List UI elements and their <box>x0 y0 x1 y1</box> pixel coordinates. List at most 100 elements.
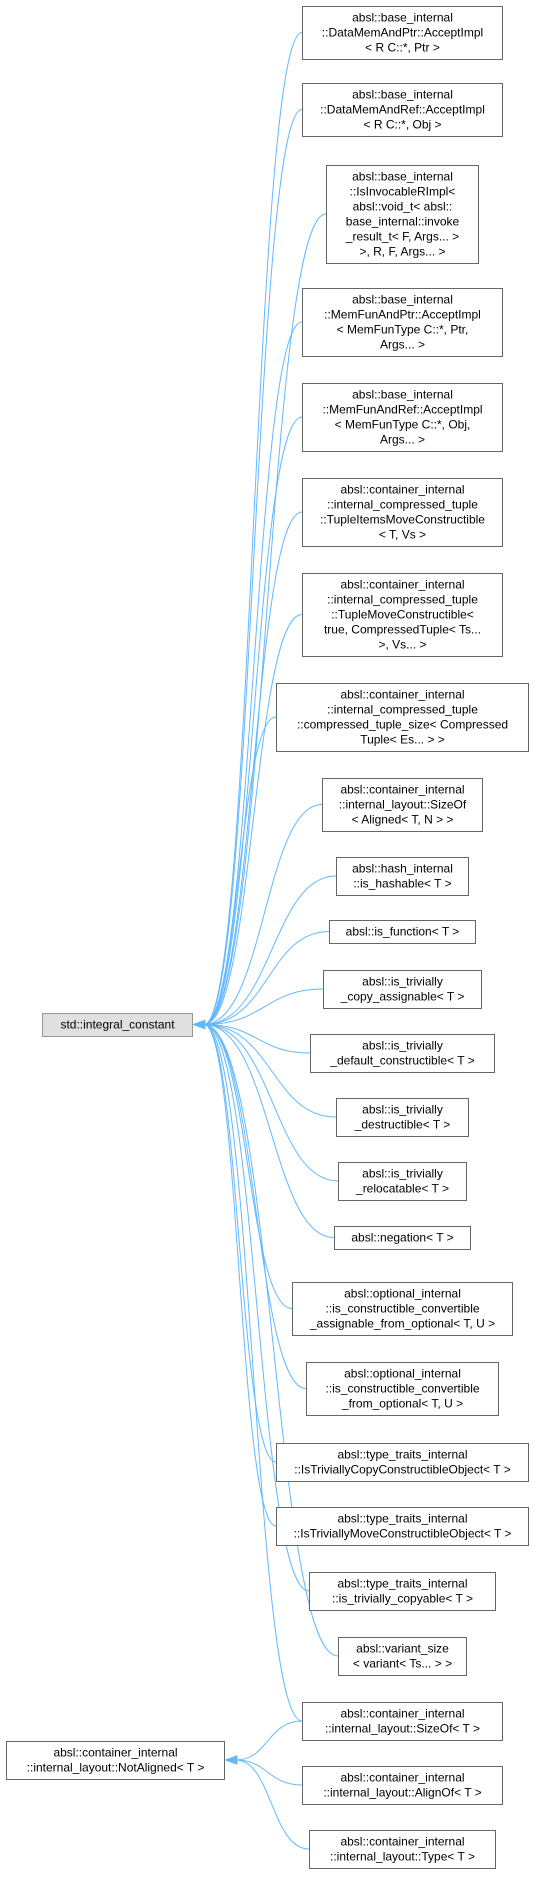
class-node-label-line: Args... > <box>380 433 425 447</box>
class-node-label-line: ::DataMemAndRef::AcceptImpl <box>320 103 485 117</box>
class-node-label-line: absl::variant_size <box>356 1642 449 1656</box>
inheritance-edge <box>235 1759 303 1786</box>
class-node-label-line: ::TupleItemsMoveConstructible <box>320 513 485 527</box>
class-node-label-line: absl::container_internal <box>340 783 464 797</box>
class-node-label-line: base_internal::invoke <box>346 215 460 229</box>
class-node-box <box>302 1702 503 1741</box>
inheritance-edge <box>203 109 303 1025</box>
class-node-root[interactable]: std::integral_constant <box>42 1013 193 1037</box>
inheritance-arrowhead <box>192 1019 206 1030</box>
inheritance-edge <box>203 614 303 1025</box>
class-node-box <box>302 478 503 547</box>
class-node-label-line: ::internal_layout::Type< T > <box>330 1850 475 1864</box>
class-node-box <box>276 1507 529 1546</box>
inheritance-edge <box>203 32 303 1025</box>
class-node-label-line: ::internal_compressed_tuple <box>327 593 478 607</box>
class-node-label-line: < variant< Ts... > > <box>353 1657 452 1671</box>
class-node[interactable]: absl::type_traits_internal::IsTriviallyC… <box>276 1443 529 1482</box>
class-node-box <box>309 1830 496 1869</box>
inheritance-edge <box>203 1024 303 1722</box>
class-node-label-line: absl::optional_internal <box>344 1367 461 1381</box>
class-node-label-line: absl::optional_internal <box>344 1287 461 1301</box>
inheritance-edge <box>203 213 327 1025</box>
class-node-label-line: _destructible< T > <box>354 1118 451 1132</box>
class-node-label-line: absl::type_traits_internal <box>337 1577 467 1591</box>
class-node-box <box>323 970 482 1009</box>
class-node-label-line: _assignable_from_optional< T, U > <box>309 1317 495 1331</box>
class-node-label-line: absl::base_internal <box>352 293 453 307</box>
inheritance-edge <box>203 1024 339 1657</box>
class-node[interactable]: absl::is_trivially_relocatable< T > <box>338 1162 467 1201</box>
class-node[interactable]: absl::hash_internal::is_hashable< T > <box>336 857 469 896</box>
class-node-label-line: _from_optional< T, U > <box>341 1397 463 1411</box>
class-node[interactable]: absl::container_internal::internal_layou… <box>322 778 483 832</box>
class-node[interactable]: absl::container_internal::internal_compr… <box>302 478 503 547</box>
class-node-box <box>334 1226 471 1250</box>
class-node[interactable]: absl::is_trivially_copy_assignable< T > <box>323 970 482 1009</box>
class-node-label-line: Args... > <box>380 338 425 352</box>
class-node[interactable]: absl::optional_internal::is_constructibl… <box>306 1362 499 1416</box>
class-node-label-line: absl::hash_internal <box>352 862 453 876</box>
inheritance-edge <box>203 321 303 1025</box>
class-node-box <box>302 6 503 60</box>
class-node-label-line: _result_t< F, Args... > <box>345 230 459 244</box>
class-node-box <box>42 1013 193 1037</box>
class-node-box <box>292 1282 513 1336</box>
class-node-label-line: absl::type_traits_internal <box>337 1448 467 1462</box>
class-node[interactable]: absl::container_internal::internal_layou… <box>6 1741 225 1780</box>
class-node[interactable]: absl::container_internal::internal_layou… <box>302 1766 503 1805</box>
class-node-label-line: < R C::*, Ptr > <box>365 41 440 55</box>
class-node[interactable]: absl::base_internal::DataMemAndRef::Acce… <box>302 83 503 137</box>
class-node-label-line: < T, Vs > <box>379 528 426 542</box>
class-node-label-line: absl::base_internal <box>352 88 453 102</box>
inheritance-edge <box>235 1720 303 1761</box>
class-node-label-line: Tuple< Es... > > <box>360 733 445 747</box>
class-node[interactable]: absl::container_internal::internal_layou… <box>302 1702 503 1741</box>
class-node-box <box>326 165 479 264</box>
class-node-label-line: std::integral_constant <box>60 1018 175 1032</box>
nodes-layer: std::integral_constantabsl::container_in… <box>6 6 529 1869</box>
class-node[interactable]: absl::type_traits_internal::is_trivially… <box>309 1572 496 1611</box>
class-node-label-line: absl::container_internal <box>340 1771 464 1785</box>
class-node-label-line: ::IsTriviallyCopyConstructibleObject< T … <box>294 1463 511 1477</box>
class-node-label-line: absl::is_trivially <box>362 1103 443 1117</box>
class-node[interactable]: absl::negation< T > <box>334 1226 471 1250</box>
class-node-label-line: ::is_constructible_convertible <box>325 1302 479 1316</box>
inheritance-edge <box>203 988 324 1025</box>
class-node-box <box>276 1443 529 1482</box>
class-node[interactable]: absl::base_internal::MemFunAndPtr::Accep… <box>302 288 503 357</box>
inheritance-edge <box>203 1024 293 1309</box>
inheritance-edge <box>203 716 277 1025</box>
class-node-label-line: ::TupleMoveConstructible< <box>331 608 474 622</box>
class-node-label-line: absl::container_internal <box>340 688 464 702</box>
class-node-label-line: _copy_assignable< T > <box>340 990 465 1004</box>
class-node-box <box>302 288 503 357</box>
class-node[interactable]: absl::base_internal::MemFunAndRef::Accep… <box>302 383 503 452</box>
class-node-label-line: ::DataMemAndPtr::AcceptImpl <box>322 26 483 40</box>
class-node[interactable]: absl::container_internal::internal_compr… <box>276 683 529 752</box>
class-node-box <box>6 1741 225 1780</box>
class-node-box <box>302 383 503 452</box>
class-node[interactable]: absl::is_trivially_destructible< T > <box>336 1098 469 1137</box>
class-node-label-line: ::internal_compressed_tuple <box>327 703 478 717</box>
class-node[interactable]: absl::is_trivially_default_constructible… <box>310 1034 495 1073</box>
class-node[interactable]: absl::container_internal::internal_compr… <box>302 573 503 657</box>
class-node[interactable]: absl::base_internal::IsInvocableRImpl<ab… <box>326 165 479 264</box>
class-node-label-line: absl::is_function< T > <box>346 925 460 939</box>
class-node-label-line: >, Vs... > <box>378 638 426 652</box>
class-node[interactable]: absl::type_traits_internal::IsTriviallyM… <box>276 1507 529 1546</box>
class-node[interactable]: absl::optional_internal::is_constructibl… <box>292 1282 513 1336</box>
class-node-label-line: absl::container_internal <box>340 1835 464 1849</box>
class-node-box <box>329 920 476 944</box>
class-node[interactable]: absl::is_function< T > <box>329 920 476 944</box>
class-node[interactable]: absl::base_internal::DataMemAndPtr::Acce… <box>302 6 503 60</box>
class-node-label-line: ::is_hashable< T > <box>353 877 451 891</box>
class-node-label-line: _relocatable< T > <box>355 1182 449 1196</box>
inheritance-edge <box>235 1759 310 1850</box>
class-node-label-line: absl::is_trivially <box>362 1167 443 1181</box>
class-node[interactable]: absl::variant_size< variant< Ts... > > <box>338 1637 467 1676</box>
class-node[interactable]: absl::container_internal::internal_layou… <box>309 1830 496 1869</box>
class-node-box <box>309 1572 496 1611</box>
class-node-box <box>302 573 503 657</box>
